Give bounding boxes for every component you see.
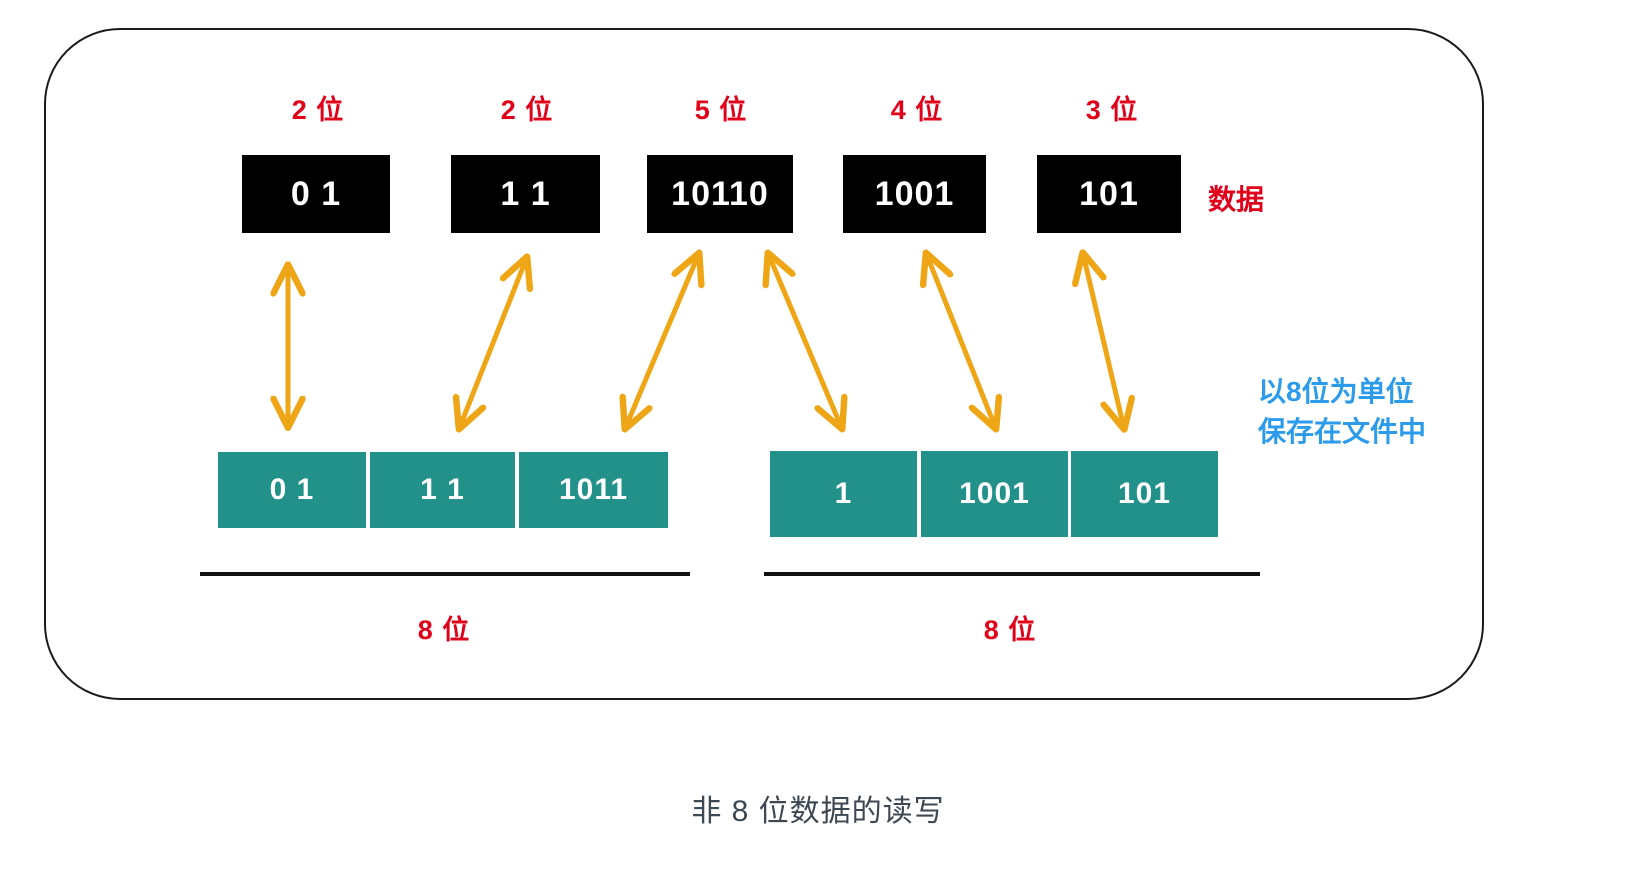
bit-label-2: 2 位 — [500, 95, 554, 125]
file-cell-1-1: 0 1 — [218, 452, 366, 528]
group-rule-2 — [764, 572, 1260, 576]
figure-caption: 非 8 位数据的读写 — [691, 795, 945, 828]
file-cell-2-2: 1001 — [921, 451, 1068, 537]
source-box-4: 1001 — [843, 155, 986, 233]
source-box-5: 101 — [1037, 155, 1181, 233]
bit-label-4: 4 位 — [890, 95, 944, 125]
group-rule-1 — [200, 572, 690, 576]
file-storage-note-line-1: 以8位为单位 — [1258, 376, 1414, 407]
file-cell-2-1: 1 — [770, 451, 917, 537]
bit-label-3: 5 位 — [694, 95, 748, 125]
file-cell-2-3: 101 — [1071, 451, 1218, 537]
source-box-3: 10110 — [647, 155, 793, 233]
file-cell-1-3: 1011 — [519, 452, 668, 528]
group-label-1: 8 位 — [417, 615, 471, 645]
bit-label-1: 2 位 — [291, 95, 345, 125]
data-row-label: 数据 — [1208, 184, 1265, 215]
group-label-2: 8 位 — [983, 615, 1037, 645]
file-storage-note: 以8位为单位 保存在文件中 — [1258, 372, 1426, 452]
file-cell-1-2: 1 1 — [370, 452, 515, 528]
source-box-2: 1 1 — [451, 155, 600, 233]
bit-label-5: 3 位 — [1085, 95, 1139, 125]
file-storage-note-line-2: 保存在文件中 — [1258, 415, 1427, 447]
source-box-1: 0 1 — [242, 155, 390, 233]
diagram-panel — [44, 28, 1484, 700]
